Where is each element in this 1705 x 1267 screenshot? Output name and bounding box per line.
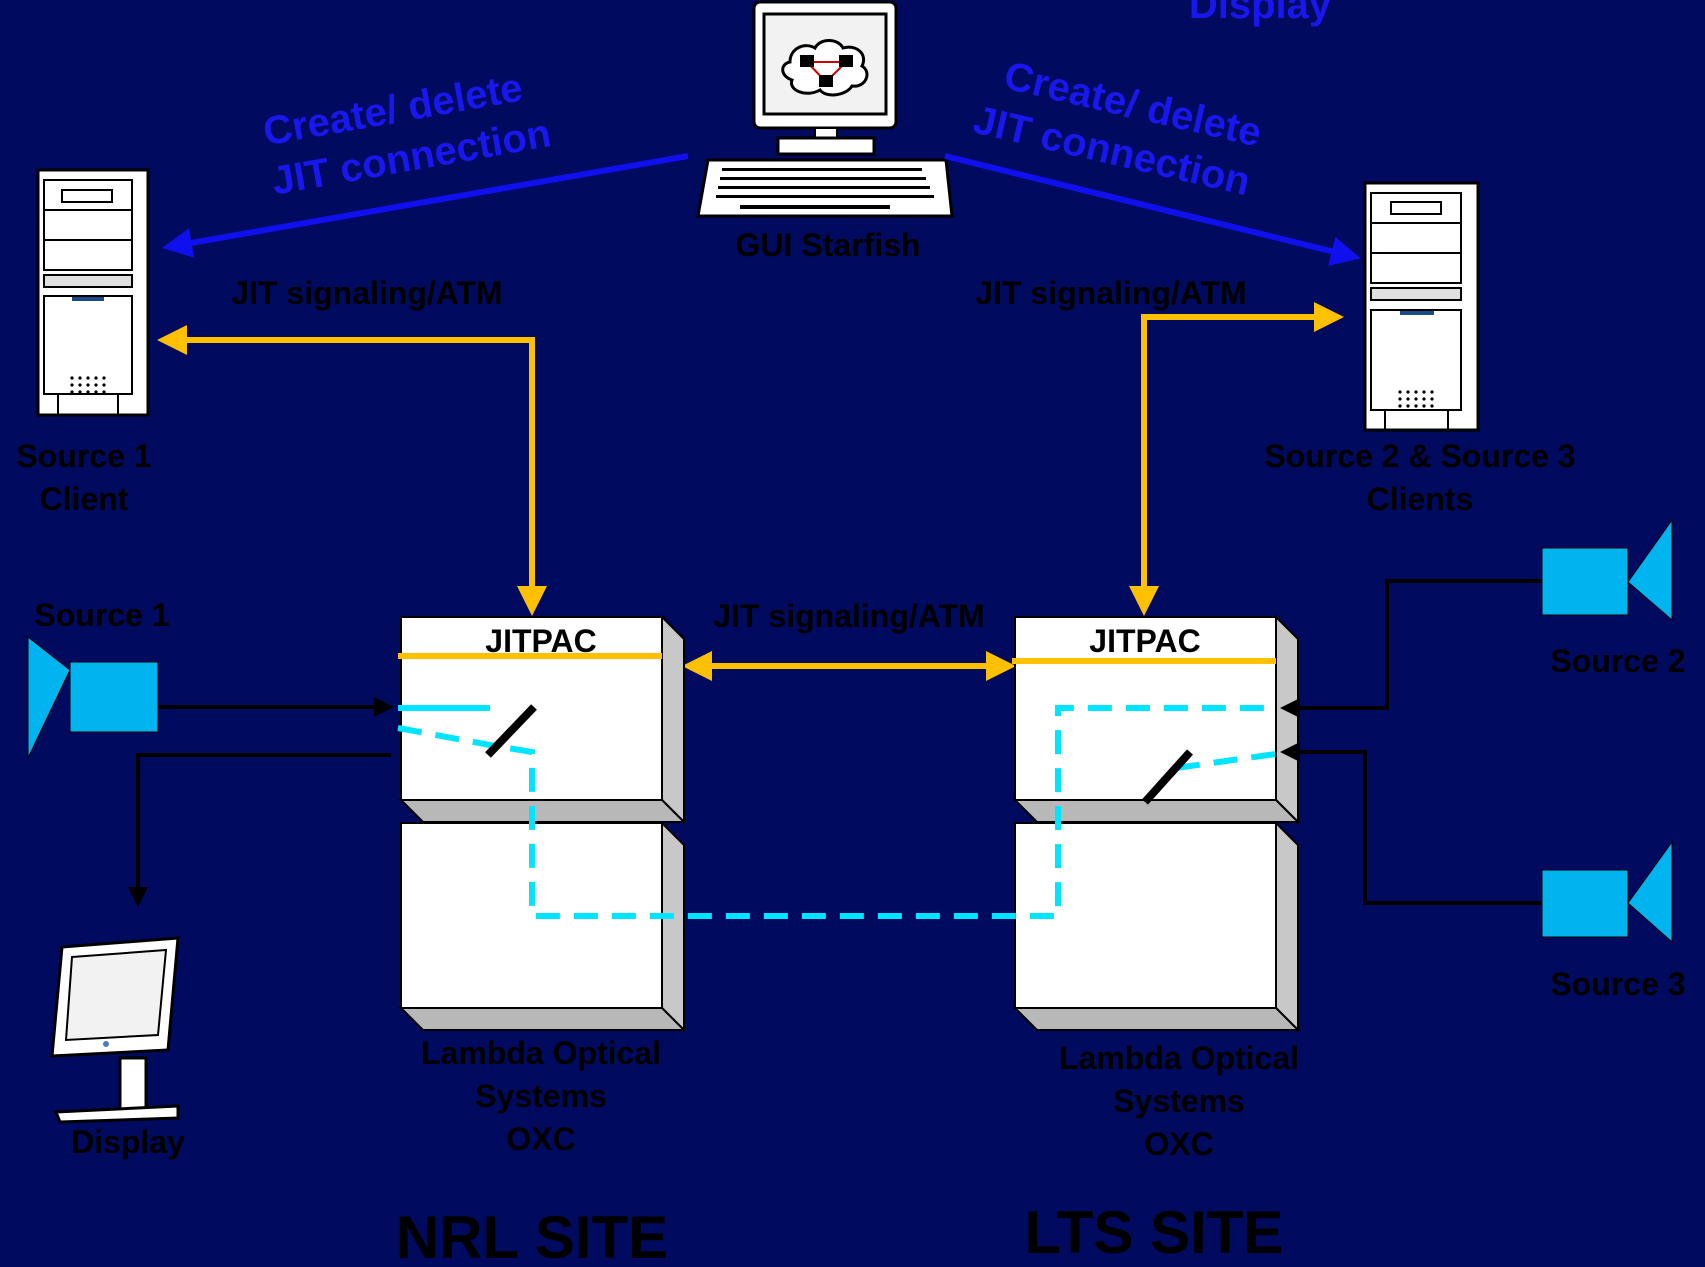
nrl-jitpac-label: JITPAC (485, 623, 596, 659)
source3-camera-icon (1541, 840, 1673, 944)
lts-switch-mirror (1142, 749, 1193, 805)
source3-link (1280, 742, 1542, 905)
gui-starfish-label: GUI Starfish (736, 227, 921, 263)
source23-clients-label-line2: Clients (1367, 481, 1474, 517)
lightpath-dashed (397, 705, 1276, 919)
nrl-oxc-label-line3: OXC (506, 1121, 575, 1157)
signaling-arrow-right (1129, 302, 1344, 616)
gui-workstation (696, 0, 954, 218)
lts-oxc-label-line2: Systems (1113, 1083, 1245, 1119)
network-cloud-icon (781, 39, 869, 97)
control-arrow-left (162, 153, 689, 258)
nrl-oxc-label-line1: Lambda Optical (421, 1035, 661, 1071)
source23-client-tower-icon (1363, 181, 1480, 432)
control-arrow-right (944, 153, 1361, 266)
signaling-arrow-left (157, 325, 547, 616)
nrl-oxc-label-line2: Systems (475, 1078, 607, 1114)
display-link (128, 753, 391, 907)
signaling-middle-label: JIT signaling/ATM (713, 598, 984, 634)
signaling-left-label: JIT signaling/ATM (231, 275, 502, 311)
source3-label: Source 3 (1550, 966, 1685, 1002)
source2-link (1280, 579, 1542, 718)
source2-camera-icon (1541, 518, 1673, 622)
lightpath-source3-dashed (1175, 751, 1277, 771)
source23-clients-label-line1: Source 2 & Source 3 (1264, 438, 1575, 474)
lts-oxc-label-line3: OXC (1144, 1126, 1213, 1162)
lts-oxc-box (1012, 614, 1301, 1033)
lts-site-label: LTS SITE (1025, 1199, 1284, 1262)
display-label: Display (71, 1124, 185, 1160)
source1-label: Source 1 (34, 597, 169, 633)
nrl-oxc-box (398, 614, 687, 1033)
keyboard-icon (696, 158, 954, 218)
source2-label: Source 2 (1550, 643, 1685, 679)
nrl-site-label: NRL SITE (396, 1204, 668, 1262)
page-title-partial: Display (1189, 0, 1332, 27)
source1-client-tower-icon (36, 168, 150, 417)
nrl-switch-mirror (485, 704, 537, 758)
signaling-right-label: JIT signaling/ATM (975, 275, 1246, 311)
source1-client-label-line2: Client (40, 481, 129, 517)
lts-oxc-label-line1: Lambda Optical (1059, 1040, 1299, 1076)
display-monitor-icon (50, 936, 180, 1124)
source1-camera-icon (27, 635, 159, 759)
source1-client-label-line1: Source 1 (16, 438, 151, 474)
lts-jitpac-label: JITPAC (1089, 623, 1200, 659)
